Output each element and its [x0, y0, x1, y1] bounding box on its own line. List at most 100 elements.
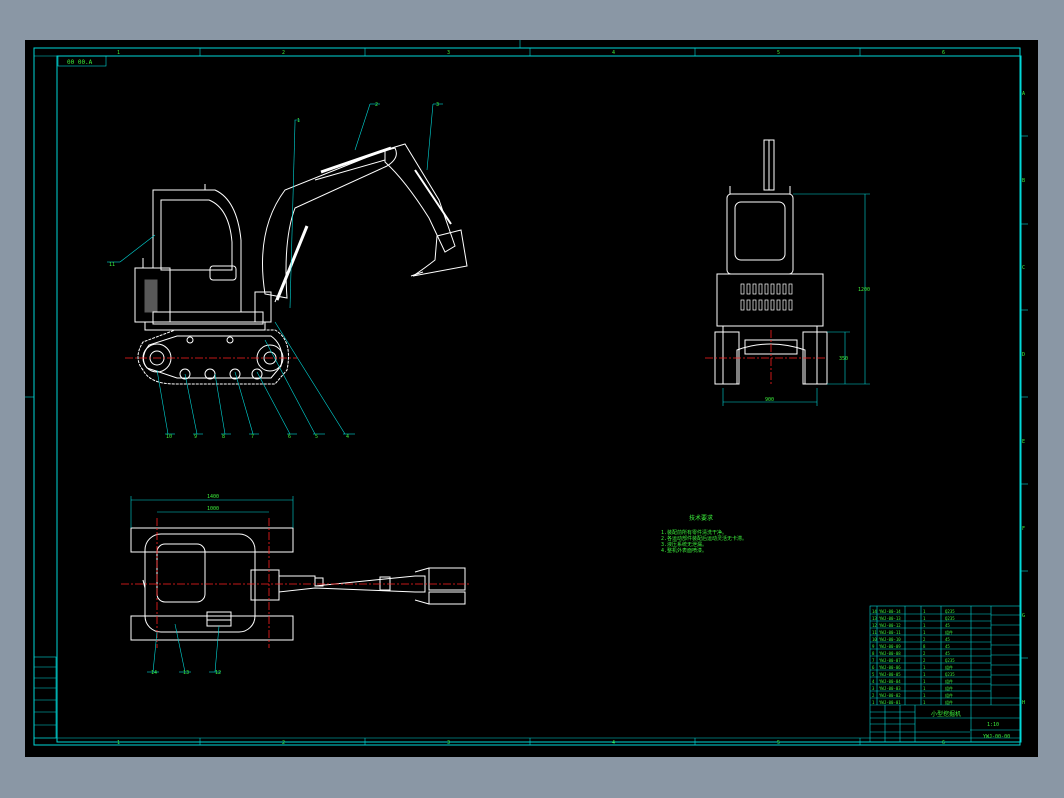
bucket: [412, 229, 468, 277]
bom-qty: 2: [923, 658, 926, 663]
zone-number: 3: [447, 740, 450, 746]
bom-code: YWJ-00-07: [879, 658, 901, 663]
bom-no: 13: [872, 616, 877, 621]
drawing-number: YWJ-00-00: [983, 734, 1010, 740]
bom-no: 11: [872, 630, 877, 635]
bom-qty: 1: [923, 679, 926, 684]
bom-no: 14: [872, 609, 877, 614]
bom-code: YWJ-00-13: [879, 616, 901, 621]
bom-no: 4: [872, 679, 875, 684]
zone-number: 6: [942, 50, 945, 56]
bom-qty: 1: [923, 693, 926, 698]
front-body: [716, 273, 824, 327]
bom-code: YWJ-00-08: [879, 651, 901, 656]
zone-letter: A: [1022, 91, 1025, 97]
zone-letter: F: [1022, 526, 1025, 532]
bom-material: 45: [945, 637, 950, 642]
callout-label: 11: [109, 262, 115, 268]
bom-code: YWJ-00-03: [879, 686, 901, 691]
zone-number: 1: [117, 740, 120, 746]
excavator-side-view: [134, 143, 468, 385]
zone-number: 3: [447, 50, 450, 56]
bom-qty: 1: [923, 630, 926, 635]
zone-letter: D: [1022, 352, 1025, 358]
zone-number: 6: [942, 740, 945, 746]
bom-material: Q235: [945, 609, 955, 614]
drawing-sheet: 1 2 3 4 5 6 1 2 3 4 5 6 A B C D E F G H …: [25, 40, 1038, 757]
zone-letter: C: [1022, 265, 1025, 271]
top-bucket: [428, 567, 466, 591]
zone-letter: B: [1022, 178, 1025, 184]
zone-number: 2: [282, 740, 285, 746]
front-cab: [726, 193, 794, 275]
front-dimensions: [722, 193, 870, 406]
top-callouts: 12 13 14: [151, 670, 221, 676]
bom-code: YWJ-00-09: [879, 644, 901, 649]
bom-material: Q235: [945, 658, 955, 663]
bom-material: Q235: [945, 616, 955, 621]
bom-material: 组件: [945, 692, 953, 698]
bom-code: YWJ-00-05: [879, 672, 901, 677]
bom-material: Q235: [945, 672, 955, 677]
callout-label: 3: [436, 102, 439, 108]
bom-no: 8: [872, 651, 875, 656]
zone-number: 1: [117, 50, 120, 56]
corner-tag: 00 00.A: [67, 59, 93, 66]
notes-line: 2.各运动部件装配后运动灵活无卡滞。: [661, 535, 747, 542]
callout-label: 13: [183, 670, 189, 676]
bom-material: 组件: [945, 629, 953, 635]
top-cab: [156, 543, 206, 603]
notes-line: 4.整机外表面喷漆。: [661, 547, 707, 554]
callout-label: 14: [151, 670, 157, 676]
callout-label: 2: [375, 102, 378, 108]
zone-letter: H: [1022, 700, 1025, 706]
bom-material: 45: [945, 644, 950, 649]
side-callouts: 1 2 3 4 5 6 7 8 9 10 11: [109, 102, 439, 440]
top-track-upper: [130, 527, 294, 553]
bom-material: 组件: [945, 699, 953, 705]
bom-qty: 2: [923, 651, 926, 656]
bom-code: YWJ-00-02: [879, 693, 901, 698]
bom-code: YWJ-00-11: [879, 630, 901, 635]
bom-qty: 1: [923, 672, 926, 677]
notes-line: 1.装配前所有零件清洗干净。: [661, 529, 727, 536]
bom-material: 组件: [945, 685, 953, 691]
bom-no: 10: [872, 637, 877, 642]
bom-code: YWJ-00-10: [879, 637, 901, 642]
scale-label: 1:10: [987, 722, 999, 728]
bom-material: 组件: [945, 678, 953, 684]
excavator-front-view: [714, 139, 828, 385]
notes-title: 技术要求: [689, 514, 713, 522]
title-block: [869, 605, 1021, 743]
bom-material: 45: [945, 651, 950, 656]
top-inner-dim: 1000: [207, 506, 219, 512]
front-width-dim: 900: [765, 397, 774, 403]
zone-letter: E: [1022, 439, 1025, 445]
callout-label: 8: [222, 434, 225, 440]
zone-number: 4: [612, 740, 615, 746]
notes-line: 3.液压系统无泄漏。: [661, 541, 707, 548]
callout-label: 12: [215, 670, 221, 676]
left-registry-box: [33, 656, 57, 739]
zone-number: 5: [777, 740, 780, 746]
bom-qty: 1: [923, 616, 926, 621]
top-upper-body: [144, 533, 256, 633]
bom-no: 3: [872, 686, 875, 691]
top-overall-dim: 1400: [207, 494, 219, 500]
bom-code: YWJ-00-01: [879, 700, 901, 705]
bom-no: 7: [872, 658, 875, 663]
bom-no: 9: [872, 644, 875, 649]
callout-label: 5: [315, 434, 318, 440]
bom-code: YWJ-00-14: [879, 609, 901, 614]
cad-canvas: 1 2 3 4 5 6 1 2 3 4 5 6 A B C D E F G H …: [25, 40, 1028, 746]
zone-number: 2: [282, 50, 285, 56]
track-outline: [137, 329, 289, 385]
bom-no: 2: [872, 693, 875, 698]
bom-qty: 1: [923, 609, 926, 614]
bom-material: 组件: [945, 664, 953, 670]
zone-number: 4: [612, 50, 615, 56]
bom-code: YWJ-00-12: [879, 623, 901, 628]
bom-qty: 1: [923, 623, 926, 628]
zone-number: 5: [777, 50, 780, 56]
